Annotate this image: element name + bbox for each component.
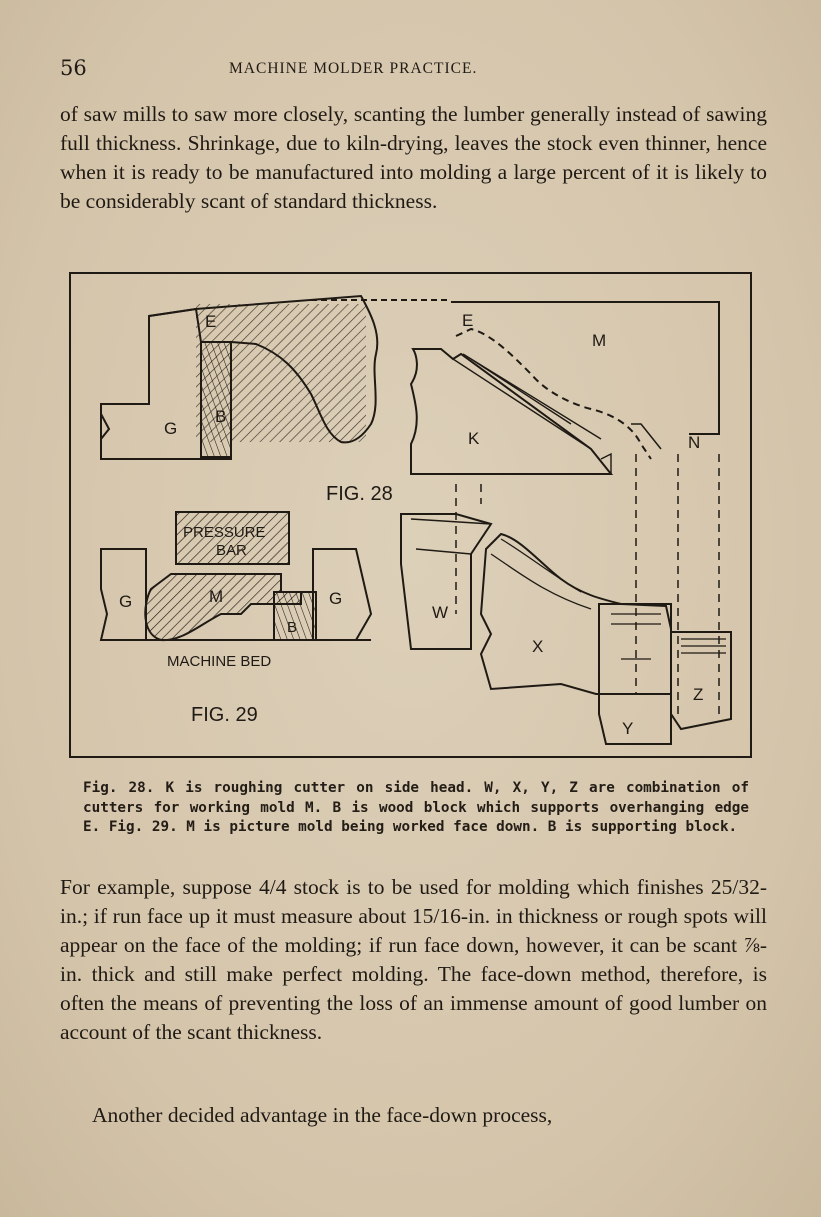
label-b1: B — [215, 407, 226, 426]
cutter-z — [670, 631, 732, 731]
label-n: N — [688, 433, 700, 452]
fig29-block-b — [273, 591, 317, 641]
label-g1: G — [164, 419, 177, 438]
label-k: K — [468, 429, 480, 448]
label-w: W — [432, 603, 448, 622]
label-bar: BAR — [216, 542, 247, 559]
running-head: MACHINE MOLDER PRACTICE. — [229, 60, 478, 77]
label-machine-bed: MACHINE BED — [167, 653, 271, 670]
cutter-w — [400, 513, 493, 650]
label-z: Z — [693, 685, 703, 704]
label-m2: M — [209, 587, 223, 606]
paragraph-3: Another decided advantage in the face-do… — [92, 1103, 553, 1127]
fig29-title: FIG. 29 — [191, 704, 258, 726]
label-pressure: PRESSURE — [183, 524, 266, 541]
fig28-title: FIG. 28 — [326, 483, 393, 505]
cutter-x — [479, 532, 672, 695]
label-b2: B — [287, 619, 297, 636]
fig28-edge-e — [148, 307, 202, 343]
fig28-cutter-k — [409, 348, 614, 475]
fig28-g-outline — [100, 413, 111, 459]
label-g2: G — [119, 592, 132, 611]
cutter-y — [598, 603, 672, 745]
label-e1: E — [205, 312, 216, 331]
label-g3: G — [329, 589, 342, 608]
label-y: Y — [622, 719, 633, 738]
fig28-stock-outline — [451, 301, 720, 435]
fig28-mold-profile — [455, 327, 652, 460]
label-x: X — [532, 637, 543, 656]
paragraph-2: For example, suppose 4/4 stock is to be … — [60, 875, 767, 1044]
label-m1: M — [592, 331, 606, 350]
paragraph-1: of saw mills to saw more closely, scanti… — [60, 102, 767, 213]
page-number: 56 — [60, 56, 87, 80]
fig28-block-b — [200, 341, 232, 458]
figure-drawing: E B G E M K N FIG. 28 PRESSURE BAR G M G… — [99, 294, 732, 745]
figure-caption: Fig. 28. K is roughing cutter on side he… — [83, 780, 749, 835]
figure-box: E B G E M K N FIG. 28 PRESSURE BAR G M G… — [69, 272, 752, 758]
label-e2: E — [462, 311, 473, 330]
fig29-pressure-bar — [175, 511, 290, 565]
fig29-mold-m — [144, 573, 302, 642]
